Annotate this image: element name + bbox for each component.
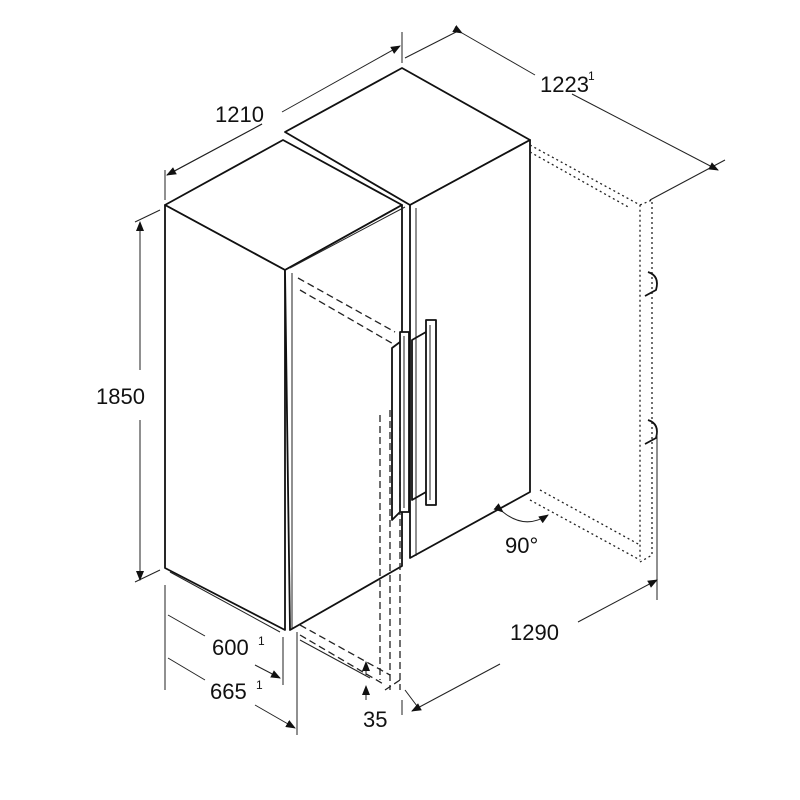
right-door-open-outline xyxy=(529,144,658,600)
svg-text:1850: 1850 xyxy=(96,384,145,409)
angle-label: 90° xyxy=(505,533,538,558)
svg-text:1: 1 xyxy=(588,69,595,83)
svg-text:665: 665 xyxy=(210,679,247,704)
dim-width-1210: 1210 xyxy=(164,32,403,200)
right-cabinet xyxy=(284,67,531,559)
svg-text:600: 600 xyxy=(212,635,249,660)
svg-text:35: 35 xyxy=(363,707,387,732)
svg-text:1290: 1290 xyxy=(510,620,559,645)
opening-angle-indicator: 90° xyxy=(493,503,549,558)
dim-depth-1223: 1223 1 xyxy=(404,25,726,201)
dim-depth-600-665: 600 1 665 1 xyxy=(164,585,298,735)
dim-clearance-35: 35 xyxy=(299,639,387,732)
dim-width-1290: 1290 xyxy=(401,579,658,715)
left-door-open-outline xyxy=(297,277,401,691)
left-cabinet xyxy=(164,139,406,633)
svg-text:1223: 1223 xyxy=(540,72,589,97)
svg-text:1: 1 xyxy=(258,634,265,648)
dim-height-1850: 1850 xyxy=(96,209,161,583)
door-handles xyxy=(391,319,437,521)
svg-text:1210: 1210 xyxy=(215,102,264,127)
svg-text:1: 1 xyxy=(256,678,263,692)
